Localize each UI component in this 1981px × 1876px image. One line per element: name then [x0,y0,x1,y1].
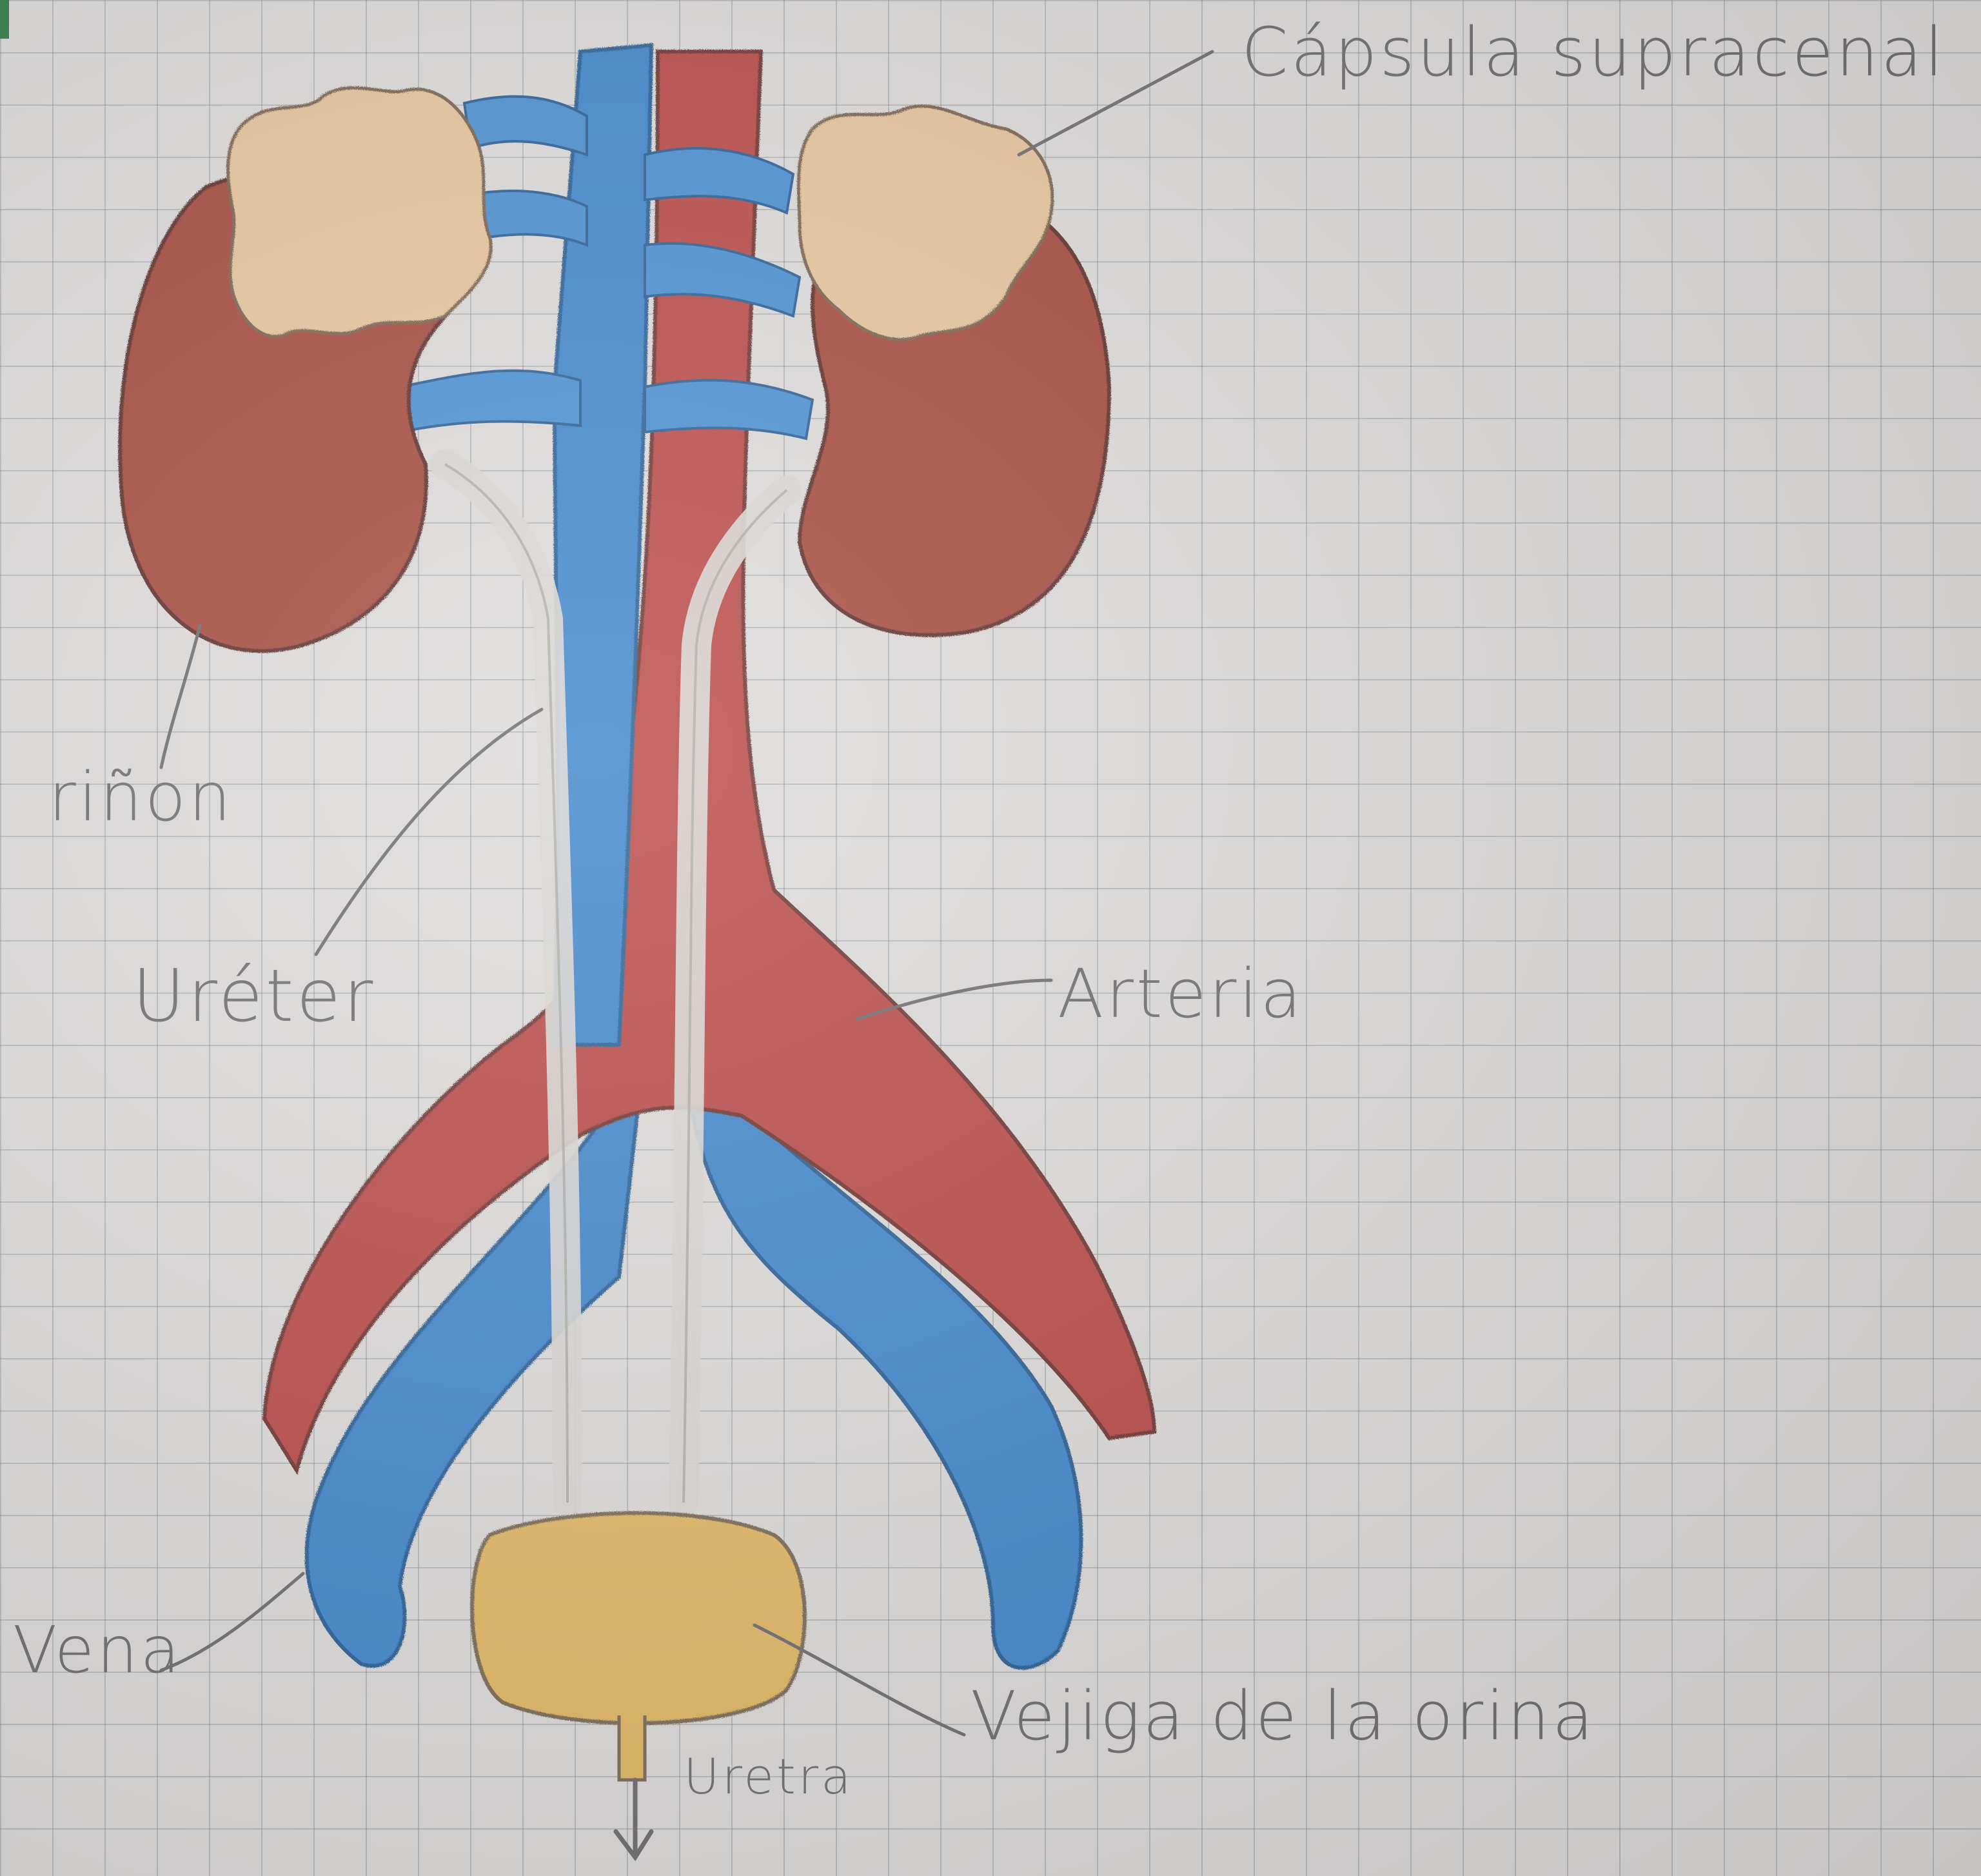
leader-vena [161,1574,303,1670]
label-vena: Vena [13,1612,182,1688]
left-adrenal-vein [464,97,587,155]
label-ureter: Uréter [132,954,375,1038]
left-adrenal-gland [228,88,491,336]
urethra [619,1715,645,1780]
urethra-arrow [616,1780,651,1857]
bladder [472,1513,805,1723]
label-vejiga-de-la-orina: Vejiga de la orina [971,1677,1596,1755]
label-rinon: riñon [48,758,233,836]
label-arteria: Arteria [1058,954,1304,1033]
left-suprarenal-vein [477,191,587,245]
leader-capsula [1019,52,1212,155]
label-uretra: Uretra [684,1748,854,1805]
leader-rinon [161,626,200,767]
left-renal-vein [400,371,580,432]
leader-ureter [316,709,542,954]
label-capsula-supracenal: Cápsula supracenal [1241,13,1946,92]
